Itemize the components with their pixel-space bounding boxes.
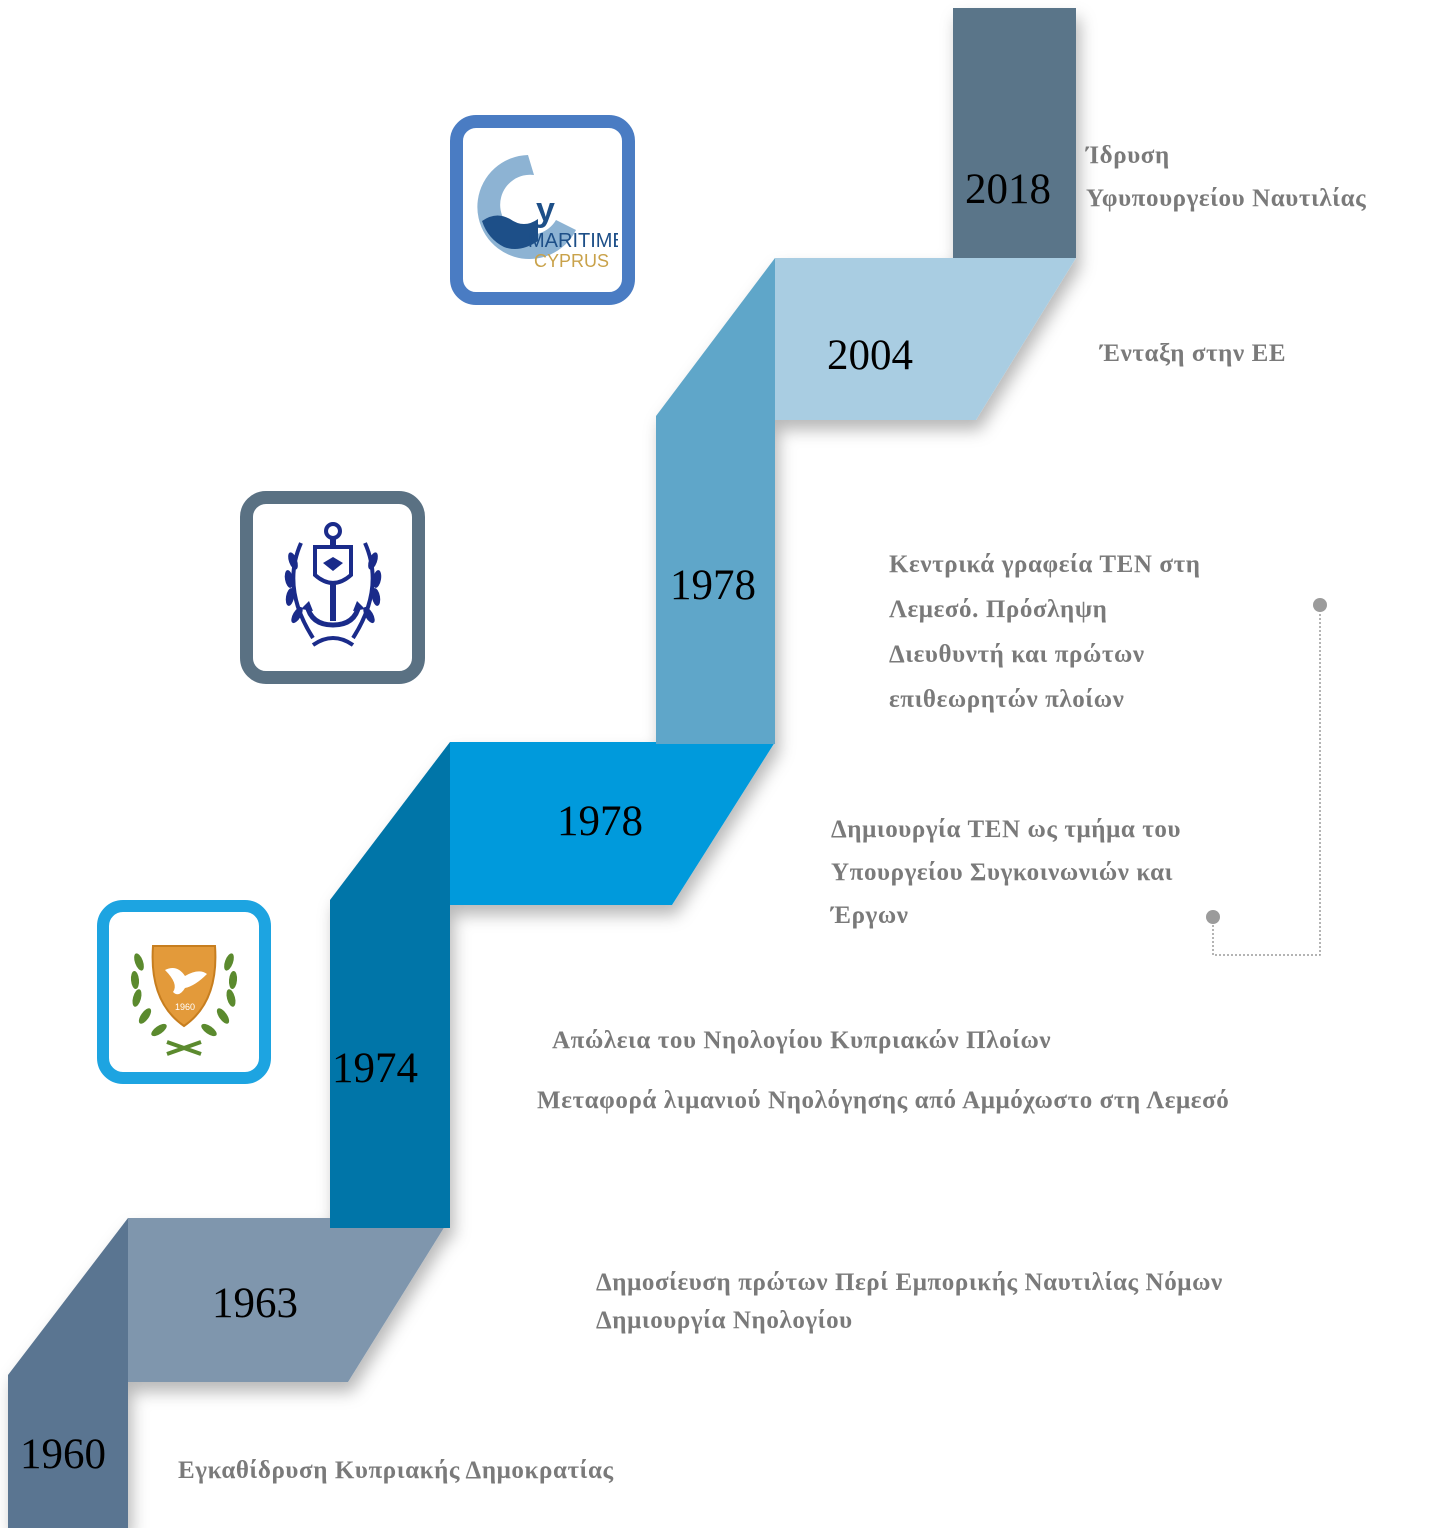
- segment-2018: [953, 8, 1076, 258]
- desc-1974-line-1: Απώλεια του Νηολογίου Κυπριακών Πλοίων: [552, 1027, 1052, 1054]
- desc-2018: Ίδρυση Υφυπουργείου Ναυτιλίας: [1086, 134, 1366, 220]
- coat-of-arms-year: 1960: [175, 1002, 195, 1012]
- dove-emblem-icon: 1960: [130, 945, 238, 1056]
- desc-1974-move: Μεταφορά λιμανιού Νηολόγησης από Αμμόχωσ…: [537, 1082, 1229, 1120]
- desc-1963-line-2: Δημιουργία Νηολογίου: [596, 1306, 853, 1334]
- desc-1963: Δημοσίευση πρώτων Περί Εμπορικής Ναυτιλί…: [596, 1264, 1223, 1339]
- desc-2004: Ένταξη στην ΕΕ: [1100, 335, 1286, 373]
- segment-1978b: [656, 258, 775, 744]
- segment-1963: [128, 1218, 450, 1382]
- year-2004: 2004: [827, 332, 913, 379]
- year-1974: 1974: [332, 1045, 418, 1092]
- segment-1974: [330, 742, 450, 1228]
- desc-2004-line-1: Ένταξη στην ΕΕ: [1100, 340, 1287, 367]
- maritime-logo-word: MARITIME: [528, 230, 618, 252]
- cyprus-coat-of-arms: 1960: [97, 900, 271, 1084]
- desc-1978b-line-4: επιθεωρητών πλοίων: [889, 686, 1125, 713]
- desc-1978b-line-2: Λεμεσό. Πρόσληψη: [889, 596, 1108, 623]
- year-1960: 1960: [20, 1431, 106, 1478]
- segment-1978a: [450, 742, 775, 905]
- desc-1978-a: Δημιουργία ΤΕΝ ως τμήμα του Υπουργείου Σ…: [831, 808, 1181, 937]
- desc-1978a-line-2: Υπουργείου Συγκοινωνιών και: [831, 859, 1174, 886]
- year-2018: 2018: [965, 166, 1051, 213]
- desc-1960: Εγκαθίδρυση Κυπριακής Δημοκρατίας: [178, 1452, 614, 1490]
- segment-2004: [775, 258, 1076, 420]
- desc-1960-line-1: Εγκαθίδρυση Κυπριακής Δημοκρατίας: [178, 1457, 614, 1484]
- desc-1974-loss: Απώλεια του Νηολογίου Κυπριακών Πλοίων: [552, 1022, 1051, 1060]
- year-1978-b: 1978: [670, 562, 756, 609]
- maritime-cyprus-logo: y MARITIME CYPRUS: [450, 115, 635, 305]
- desc-1978a-line-3: Έργων: [831, 902, 909, 929]
- desc-2018-line-1: Ίδρυση: [1086, 142, 1170, 169]
- year-1963: 1963: [212, 1280, 298, 1327]
- segment-1960: [8, 1218, 128, 1528]
- desc-1978a-line-1: Δημιουργία ΤΕΝ ως τμήμα του: [831, 816, 1182, 843]
- shipping-department-emblem: [240, 491, 425, 684]
- desc-2018-line-2: Υφυπουργείου Ναυτιλίας: [1086, 185, 1367, 212]
- maritime-cyprus-logo-icon: y MARITIME CYPRUS: [476, 155, 618, 271]
- desc-1963-line-1: Δημοσίευση πρώτων Περί Εμπορικής Ναυτιλί…: [596, 1269, 1223, 1296]
- desc-1974-line-2: Μεταφορά λιμανιού Νηολόγησης από Αμμόχωσ…: [537, 1087, 1230, 1114]
- connector-dot-bottom: [1206, 910, 1220, 924]
- maritime-logo-cyprus: CYPRUS: [534, 251, 609, 271]
- desc-1978b-line-1: Κεντρικά γραφεία ΤΕΝ στη: [889, 551, 1201, 578]
- connector-dot-top: [1313, 598, 1327, 612]
- year-1978-a: 1978: [557, 798, 643, 845]
- maritime-logo-y: y: [536, 191, 555, 229]
- anchor-emblem-icon: [284, 521, 381, 647]
- desc-1978b-line-3: Διευθυντή και πρώτων: [889, 641, 1145, 668]
- desc-1978-b: Κεντρικά γραφεία ΤΕΝ στη Λεμεσό. Πρόσληψ…: [889, 542, 1201, 722]
